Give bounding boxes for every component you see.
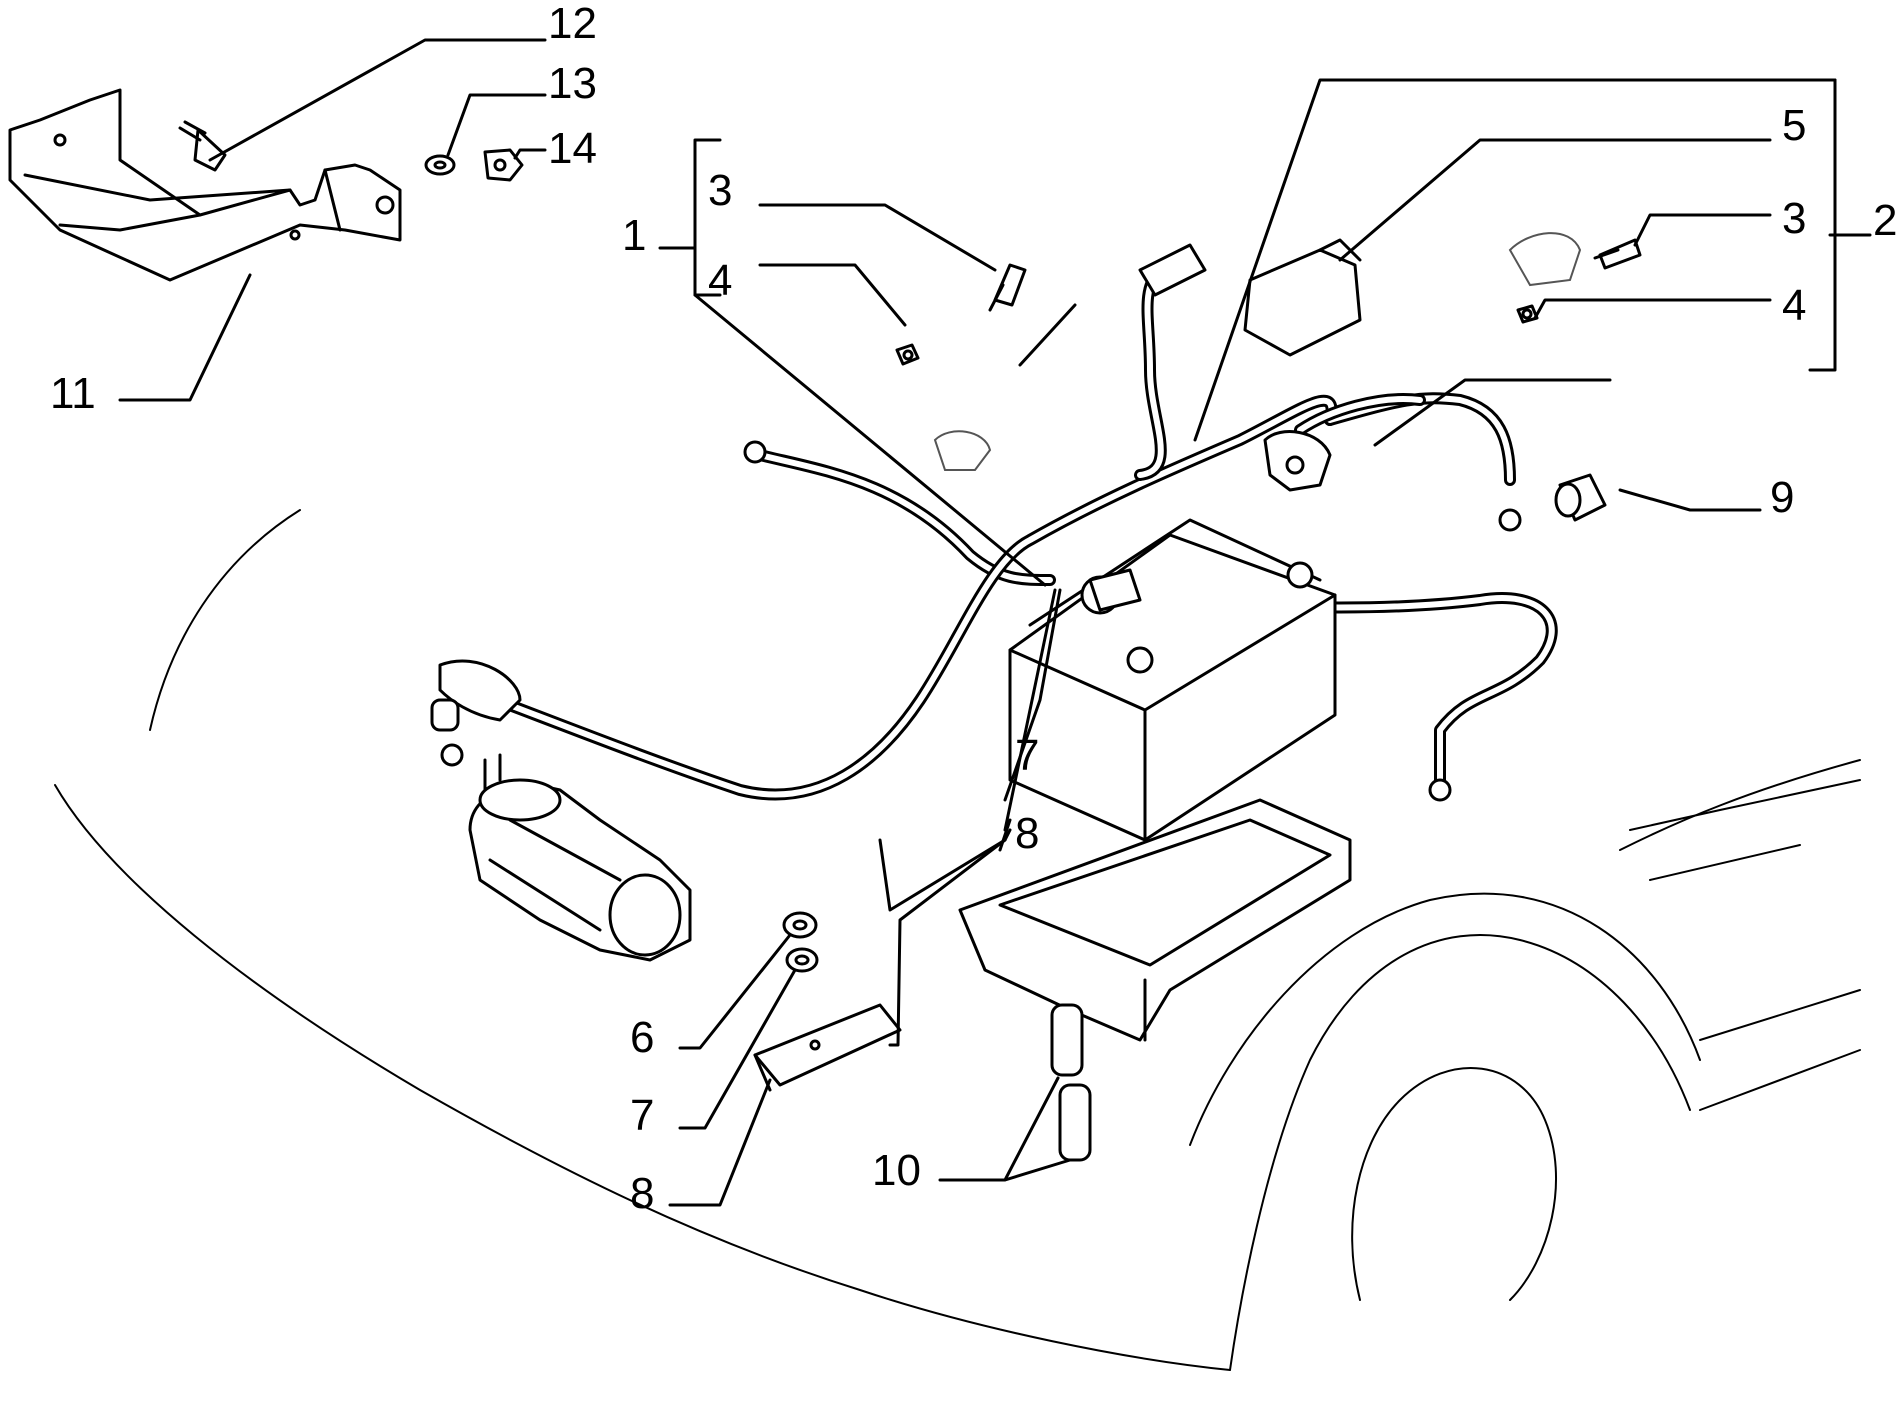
bushing — [1554, 473, 1607, 522]
callout-3-left: 3 — [708, 166, 732, 215]
bracket-washer — [424, 154, 456, 176]
starter-motor — [468, 753, 692, 962]
ring-terminal-left — [743, 440, 767, 464]
washer-6 — [782, 911, 818, 939]
callout-labels: 12 13 14 11 1 3 4 5 3 4 2 9 7 8 6 7 8 10 — [50, 0, 1897, 1218]
callout-2: 2 — [1873, 196, 1897, 245]
harness-connector — [1138, 243, 1207, 297]
ring-terminal-starter — [430, 659, 522, 767]
callout-14: 14 — [548, 124, 597, 173]
callout-1: 1 — [622, 211, 646, 260]
car-body-outline — [54, 509, 1861, 1371]
battery-tray — [958, 798, 1352, 1042]
ring-terminal-right — [1428, 508, 1522, 802]
callout-10: 10 — [872, 1146, 921, 1195]
terminal-clamp-left — [895, 263, 1027, 471]
callout-9: 9 — [1770, 473, 1794, 522]
drain-hoses — [1050, 1003, 1092, 1162]
terminal-cover — [1243, 238, 1362, 357]
callout-7-battery: 7 — [1015, 731, 1039, 780]
harness-clamp — [1263, 430, 1332, 492]
callout-5: 5 — [1782, 101, 1806, 150]
washer-7 — [785, 947, 819, 973]
clamp-bracket-8 — [753, 1003, 902, 1092]
bracket-nut — [483, 148, 524, 182]
callout-4-left: 4 — [708, 256, 732, 305]
callout-12: 12 — [548, 0, 597, 48]
callout-13: 13 — [548, 59, 597, 108]
bracket-bolt — [178, 120, 227, 172]
callout-8-tray: 8 — [1015, 809, 1039, 858]
callout-7-washer: 7 — [630, 1091, 654, 1140]
terminal-clamp-right — [1508, 232, 1642, 324]
callout-4-right: 4 — [1782, 281, 1806, 330]
callout-11: 11 — [50, 369, 96, 418]
battery — [1008, 518, 1337, 842]
callout-6: 6 — [630, 1013, 654, 1062]
leader-lines — [118, 38, 1872, 1207]
callout-8-bracket: 8 — [630, 1169, 654, 1218]
mounting-bracket — [8, 88, 402, 282]
callout-3-right: 3 — [1782, 194, 1806, 243]
